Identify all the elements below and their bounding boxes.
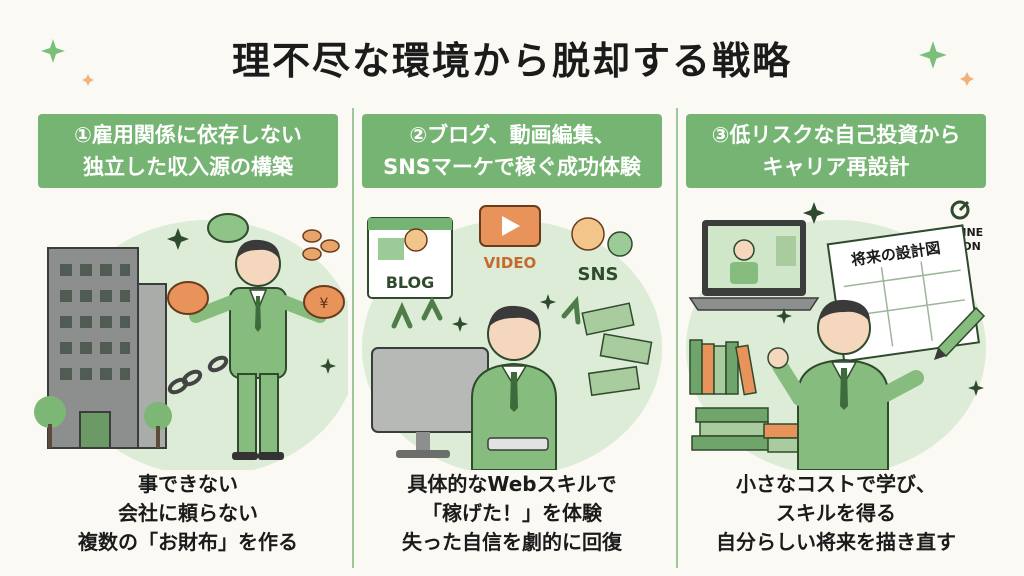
video-label: VIDEO	[484, 254, 537, 272]
column-heading: ①雇用関係に依存しない 独立した収入源の構築	[38, 114, 338, 188]
heading-line: キャリア再設計	[762, 155, 910, 179]
column-heading: ③低リスクな自己投資から キャリア再設計	[686, 114, 986, 188]
independent-income-illustration: ¥	[34, 213, 348, 470]
heading-line: 独立した収入源の構築	[83, 155, 293, 179]
column-divider	[676, 108, 678, 568]
tree-icon	[34, 396, 172, 448]
sparkle-icon	[919, 41, 947, 69]
businessman-figure	[471, 305, 557, 470]
wallet-icon: ¥	[167, 213, 345, 319]
web-skills-illustration: BLOG VIDEO SNS	[362, 205, 662, 470]
caption-line: 具体的なWebスキルで	[407, 472, 617, 496]
blog-label: BLOG	[386, 273, 435, 292]
pen-icon	[934, 306, 986, 360]
broken-chain-icon	[167, 355, 229, 395]
heading-line: ②ブログ、動画編集、	[409, 123, 615, 147]
page-title: 理不尽な環境から脱却する戦略	[231, 39, 792, 83]
sns-label: SNS	[578, 264, 619, 285]
sparkle-icon	[776, 202, 984, 396]
coins-icon	[302, 229, 340, 261]
caption-line: 会社に頼らない	[118, 501, 258, 525]
arrow-up-icon	[391, 295, 581, 329]
dot-icon	[960, 72, 974, 86]
dot-icon	[82, 74, 94, 86]
caption-line: スキルを得る	[776, 501, 896, 525]
businessman-figure	[767, 299, 924, 470]
blog-card-icon: BLOG	[367, 217, 453, 299]
caption-line: 事できない	[138, 472, 238, 496]
svg-text:¥: ¥	[320, 296, 329, 312]
column-caption: 事できない 会社に頼らない 複数の「お財布」を作る	[38, 470, 338, 557]
video-card-icon: VIDEO	[479, 205, 541, 272]
caption-line: 自分らしい将来を描き直す	[716, 530, 956, 554]
sparkle-icon	[41, 39, 65, 63]
heading-line: ①雇用関係に依存しない	[74, 123, 302, 147]
column-divider	[352, 108, 354, 568]
sns-icon: SNS	[571, 217, 633, 285]
sparkle-icon	[452, 294, 556, 332]
money-bill-icon	[581, 302, 653, 397]
heading-line: SNSマーケで稼ぐ成功体験	[383, 155, 641, 179]
caption-line: 失った自信を劇的に回復	[402, 530, 622, 554]
sparkle-icon	[167, 228, 336, 374]
strategy-column-1: ①雇用関係に依存しない 独立した収入源の構築	[34, 114, 348, 574]
column-caption: 具体的なWebスキルで 「稼げた！」を体験 失った自信を劇的に回復	[362, 470, 662, 557]
column-caption: 小さなコストで学び、 スキルを得る 自分らしい将来を描き直す	[686, 470, 986, 557]
heading-line: ③低リスクな自己投資から	[711, 123, 961, 147]
self-investment-illustration: ONLINE SALON 将来の設計図	[686, 200, 986, 470]
column-heading: ②ブログ、動画編集、 SNSマーケで稼ぐ成功体験	[362, 114, 662, 188]
caption-line: 「稼げた！」を体験	[422, 501, 602, 525]
strategy-column-2: ②ブログ、動画編集、 SNSマーケで稼ぐ成功体験 BLOG VIDEO	[362, 114, 662, 574]
laptop-icon	[688, 220, 820, 311]
caption-line: 複数の「お財布」を作る	[78, 530, 298, 554]
caption-line: 小さなコストで学び、	[736, 472, 936, 496]
strategy-column-3: ③低リスクな自己投資から キャリア再設計 ONLINE SALON	[686, 114, 986, 574]
